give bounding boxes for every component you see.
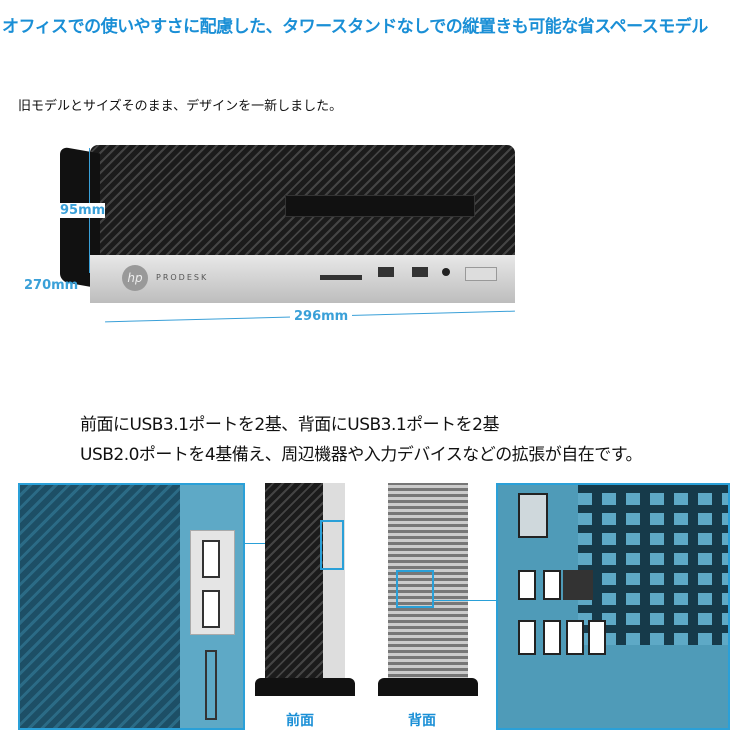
back-caption: 背面 — [408, 713, 436, 729]
front-ports-closeup — [18, 483, 245, 730]
usb-port — [543, 620, 561, 655]
model-label: PRODESK — [156, 273, 209, 282]
usb-port — [202, 540, 220, 578]
usb-port — [566, 620, 584, 655]
front-caption: 前面 — [286, 713, 314, 729]
power-button[interactable] — [465, 267, 497, 281]
stand — [255, 678, 355, 696]
usb-port — [202, 590, 220, 628]
vent-grid — [578, 485, 728, 645]
usb-port[interactable] — [378, 267, 394, 277]
headline: オフィスでの使いやすさに配慮した、タワースタンドなしでの縦置きも可能な省スペース… — [2, 17, 708, 37]
height-dimension: 95mm — [60, 203, 106, 218]
front-panel-silver — [323, 483, 345, 683]
front-silver-panel: hp PRODESK — [90, 255, 515, 303]
usb-port[interactable] — [412, 267, 428, 277]
front-panel-black — [265, 483, 323, 683]
front-highlight — [320, 520, 344, 570]
subheadline: 旧モデルとサイズそのまま、デザインを一新しました。 — [18, 99, 343, 114]
back-ports-closeup — [496, 483, 730, 730]
description-line-1: 前面にUSB3.1ポートを2基、背面にUSB3.1ポートを2基 — [80, 415, 500, 435]
description-line-2: USB2.0ポートを4基備え、周辺機器や入力デバイスなどの拡張が自在です。 — [80, 445, 643, 465]
ethernet-port — [563, 570, 593, 600]
hp-logo: hp — [122, 265, 148, 291]
stand — [378, 678, 478, 696]
audio-jack[interactable] — [442, 268, 450, 276]
optical-drive-slot — [285, 195, 475, 217]
front-grille — [20, 485, 180, 728]
vga-port — [518, 493, 548, 538]
depth-dimension: 270mm — [24, 278, 79, 293]
back-panel — [388, 483, 468, 683]
card-reader — [205, 650, 217, 720]
usb-port — [518, 570, 536, 600]
connector-line — [434, 600, 496, 601]
desktop-pc-image: hp PRODESK — [60, 145, 515, 305]
back-highlight — [396, 570, 434, 608]
usb-port — [518, 620, 536, 655]
card-reader — [320, 275, 362, 280]
usb-port — [543, 570, 561, 600]
usb-port — [588, 620, 606, 655]
back-view-pc — [378, 483, 478, 698]
width-dimension: 296mm — [290, 309, 353, 324]
front-view-pc — [255, 483, 355, 698]
